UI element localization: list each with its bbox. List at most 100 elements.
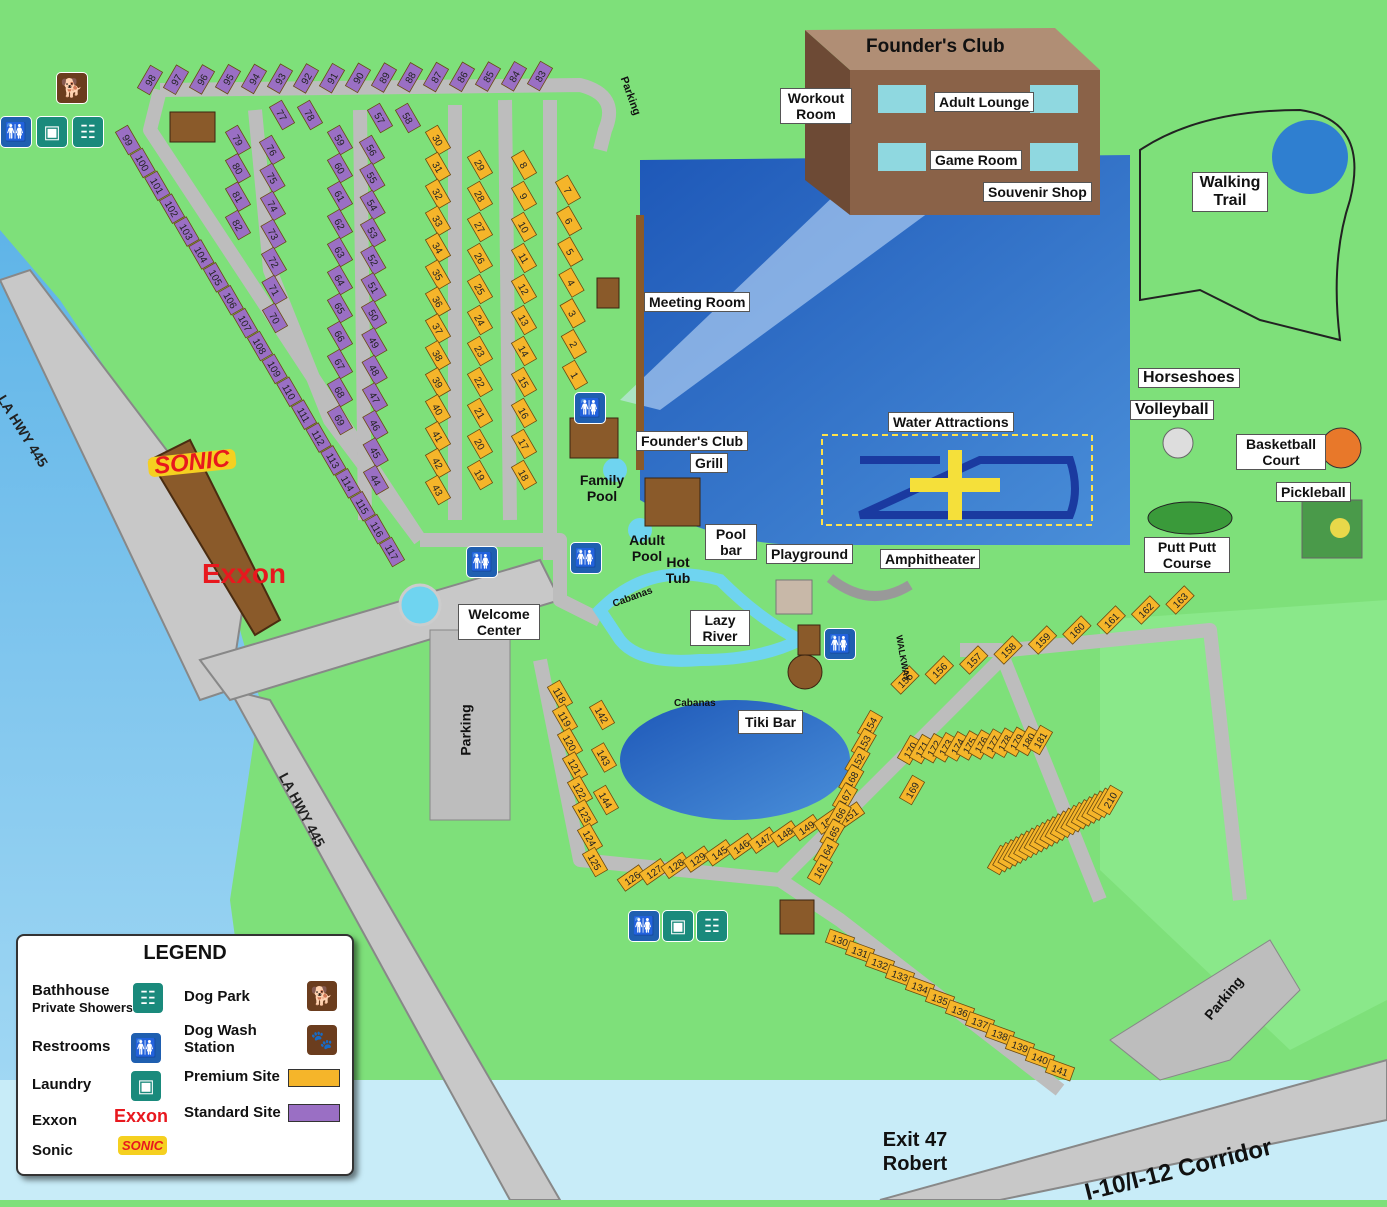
- campsite-42[interactable]: 42: [424, 447, 452, 479]
- campsite-8[interactable]: 8: [510, 149, 538, 181]
- campsite-13[interactable]: 13: [510, 304, 538, 336]
- campsite-87[interactable]: 87: [422, 61, 450, 93]
- campsite-57[interactable]: 57: [366, 102, 394, 134]
- campsite-88[interactable]: 88: [396, 62, 424, 93]
- campsite-58[interactable]: 58: [394, 102, 422, 134]
- campsite-10[interactable]: 10: [510, 211, 538, 243]
- campsite-69[interactable]: 69: [326, 404, 354, 436]
- campsite-40[interactable]: 40: [424, 393, 452, 425]
- campsite-43[interactable]: 43: [424, 474, 452, 506]
- campsite-3[interactable]: 3: [559, 298, 586, 329]
- campsite-7[interactable]: 7: [554, 174, 582, 206]
- campsite-140[interactable]: 140: [1024, 1046, 1056, 1070]
- campsite-99[interactable]: 99: [114, 124, 142, 156]
- campsite-55[interactable]: 55: [359, 162, 386, 193]
- campsite-97[interactable]: 97: [162, 64, 190, 96]
- campsite-33[interactable]: 33: [424, 205, 452, 237]
- campsite-28[interactable]: 28: [466, 180, 494, 212]
- campsite-6[interactable]: 6: [556, 205, 583, 237]
- campsite-20[interactable]: 20: [466, 428, 494, 460]
- campsite-96[interactable]: 96: [188, 64, 216, 95]
- campsite-48[interactable]: 48: [361, 354, 388, 386]
- campsite-95[interactable]: 95: [214, 63, 242, 95]
- campsite-1[interactable]: 1: [561, 359, 589, 391]
- campsite-60[interactable]: 60: [326, 152, 354, 184]
- campsite-91[interactable]: 91: [318, 62, 346, 94]
- campsite-120[interactable]: 120: [556, 727, 584, 759]
- campsite-18[interactable]: 18: [510, 459, 538, 491]
- campsite-35[interactable]: 35: [424, 259, 452, 290]
- campsite-85[interactable]: 85: [474, 61, 502, 92]
- campsite-52[interactable]: 52: [360, 244, 387, 276]
- campsite-66[interactable]: 66: [326, 320, 354, 352]
- campsite-61[interactable]: 61: [326, 180, 354, 212]
- campsite-65[interactable]: 65: [326, 292, 354, 324]
- campsite-46[interactable]: 46: [362, 409, 389, 441]
- campsite-76[interactable]: 76: [258, 134, 286, 166]
- campsite-24[interactable]: 24: [466, 304, 494, 336]
- campsite-39[interactable]: 39: [424, 367, 452, 398]
- campsite-62[interactable]: 62: [326, 208, 354, 240]
- campsite-101[interactable]: 101: [144, 170, 171, 202]
- campsite-4[interactable]: 4: [558, 267, 585, 298]
- campsite-84[interactable]: 84: [500, 60, 528, 92]
- campsite-25[interactable]: 25: [466, 273, 494, 305]
- campsite-67[interactable]: 67: [326, 348, 354, 380]
- campsite-15[interactable]: 15: [510, 366, 538, 398]
- campsite-78[interactable]: 78: [296, 99, 324, 131]
- campsite-64[interactable]: 64: [326, 264, 354, 296]
- campsite-17[interactable]: 17: [510, 428, 538, 460]
- campsite-133[interactable]: 133: [884, 963, 916, 987]
- campsite-23[interactable]: 23: [466, 335, 494, 367]
- campsite-68[interactable]: 68: [326, 376, 354, 408]
- campsite-72[interactable]: 72: [260, 246, 288, 278]
- campsite-90[interactable]: 90: [344, 62, 372, 94]
- campsite-131[interactable]: 131: [844, 940, 876, 964]
- campsite-81[interactable]: 81: [224, 181, 252, 212]
- campsite-138[interactable]: 138: [984, 1023, 1016, 1047]
- campsite-34[interactable]: 34: [424, 232, 452, 263]
- campsite-41[interactable]: 41: [424, 420, 452, 452]
- campsite-47[interactable]: 47: [361, 382, 389, 413]
- campsite-92[interactable]: 92: [292, 63, 320, 94]
- campsite-22[interactable]: 22: [466, 366, 494, 398]
- campsite-5[interactable]: 5: [557, 236, 584, 267]
- campsite-74[interactable]: 74: [259, 190, 287, 222]
- campsite-63[interactable]: 63: [326, 236, 354, 268]
- campsite-16[interactable]: 16: [510, 397, 538, 429]
- campsite-79[interactable]: 79: [224, 124, 252, 156]
- campsite-45[interactable]: 45: [362, 437, 389, 468]
- campsite-56[interactable]: 56: [358, 134, 386, 166]
- campsite-11[interactable]: 11: [510, 242, 538, 274]
- campsite-26[interactable]: 26: [466, 242, 494, 274]
- campsite-126[interactable]: 126: [616, 864, 648, 892]
- campsite-144[interactable]: 144: [592, 784, 620, 816]
- campsite-30[interactable]: 30: [424, 124, 452, 156]
- campsite-9[interactable]: 9: [510, 180, 538, 212]
- campsite-98[interactable]: 98: [136, 64, 164, 96]
- campsite-2[interactable]: 2: [560, 328, 587, 360]
- campsite-49[interactable]: 49: [361, 327, 388, 358]
- campsite-89[interactable]: 89: [370, 62, 398, 93]
- campsite-37[interactable]: 37: [424, 313, 452, 344]
- campsite-75[interactable]: 75: [259, 162, 286, 194]
- campsite-59[interactable]: 59: [326, 124, 354, 156]
- campsite-36[interactable]: 36: [424, 286, 452, 317]
- campsite-29[interactable]: 29: [466, 149, 494, 181]
- campsite-143[interactable]: 143: [590, 742, 618, 773]
- campsite-80[interactable]: 80: [224, 153, 252, 184]
- campsite-83[interactable]: 83: [526, 60, 554, 92]
- campsite-93[interactable]: 93: [266, 63, 294, 94]
- campsite-38[interactable]: 38: [424, 340, 452, 371]
- campsite-50[interactable]: 50: [360, 299, 388, 331]
- campsite-54[interactable]: 54: [359, 189, 386, 221]
- campsite-135[interactable]: 135: [924, 987, 956, 1011]
- campsite-51[interactable]: 51: [360, 272, 387, 303]
- campsite-132[interactable]: 132: [864, 952, 896, 976]
- campsite-82[interactable]: 82: [224, 209, 252, 241]
- campsite-14[interactable]: 14: [510, 335, 538, 367]
- campsite-77[interactable]: 77: [268, 99, 296, 131]
- campsite-119[interactable]: 119: [551, 703, 579, 735]
- campsite-27[interactable]: 27: [466, 211, 494, 243]
- campsite-44[interactable]: 44: [362, 464, 390, 496]
